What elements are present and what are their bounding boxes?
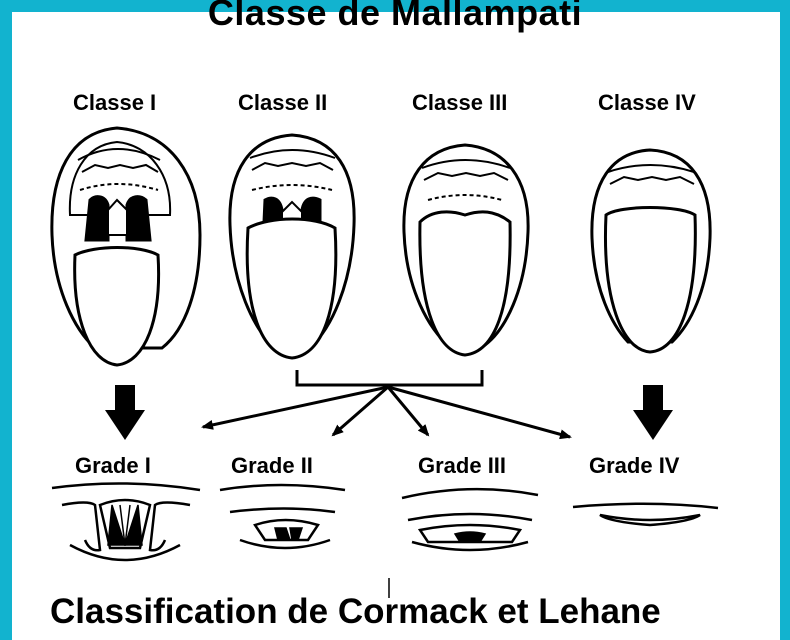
- arrow-class1-to-grade1: [105, 385, 145, 440]
- fan-arrows: [203, 387, 570, 437]
- larynx-grade-4: [573, 504, 718, 525]
- mouth-class-4: [592, 150, 710, 352]
- arrow-class4-to-grade4: [633, 385, 673, 440]
- mouth-class-3: [404, 145, 528, 355]
- mouth-class-1: [52, 128, 200, 365]
- larynx-grade-3: [402, 489, 538, 550]
- bracket-class2-class3: [297, 370, 482, 385]
- cormack-lehane-title: Classification de Cormack et Lehane: [50, 592, 661, 632]
- mouth-class-2: [230, 135, 354, 358]
- larynx-grade-2: [220, 485, 345, 548]
- larynx-grade-1: [52, 483, 200, 560]
